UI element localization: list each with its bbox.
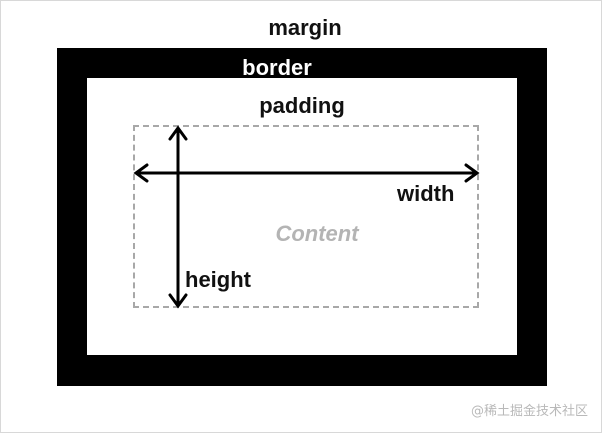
padding-area [87, 78, 517, 355]
content-area [133, 125, 479, 308]
width-label: width [397, 181, 455, 206]
height-arrow [168, 125, 188, 309]
margin-label: margin [268, 15, 342, 40]
watermark: @稀土掘金技术社区 [470, 404, 588, 419]
height-label: height [185, 267, 251, 292]
content-label: Content [275, 221, 359, 246]
padding-label: padding [259, 93, 345, 118]
border-label: border [242, 55, 312, 80]
width-arrow [133, 163, 480, 183]
